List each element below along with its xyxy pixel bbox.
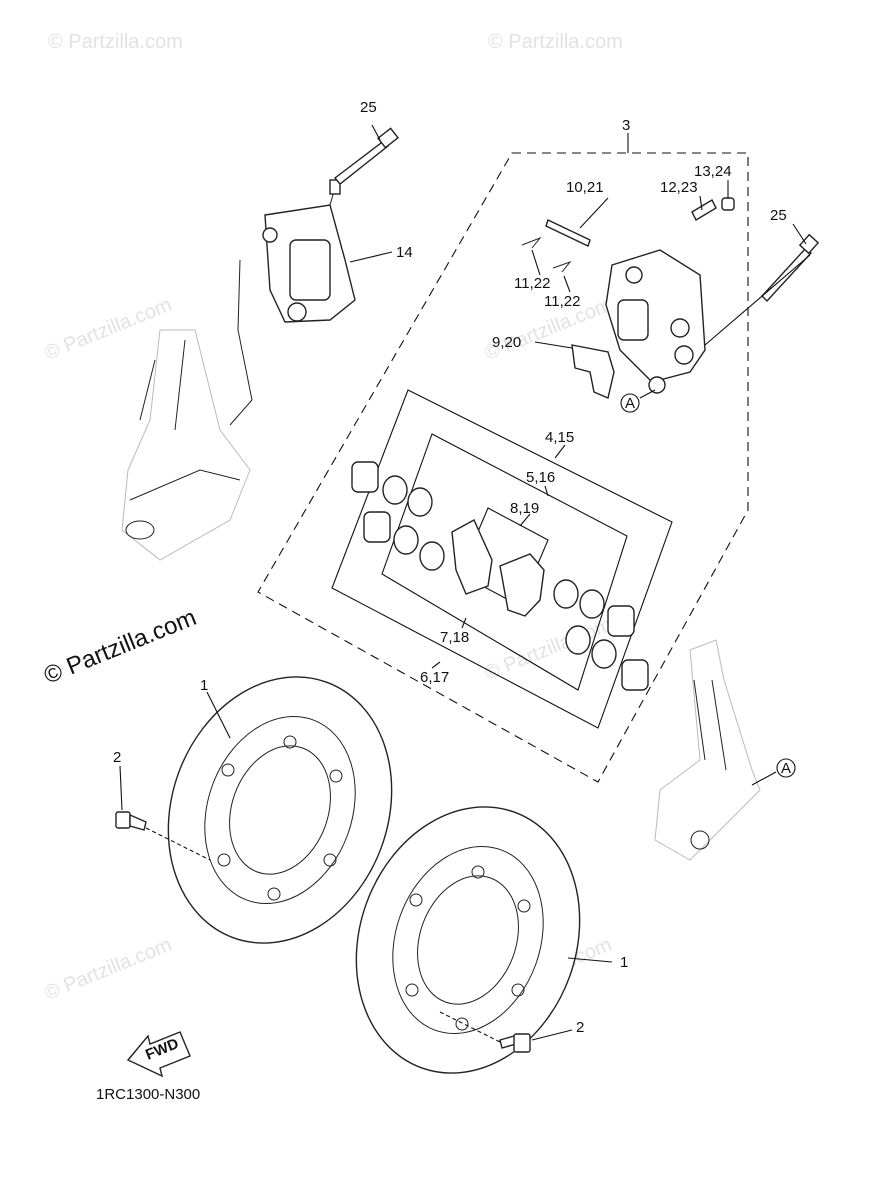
reference-a-marker <box>620 393 640 413</box>
callout-13-24: 13,24 <box>694 163 732 180</box>
pad-spring <box>571 344 615 399</box>
forward-arrow-icon: FWD <box>126 1031 191 1078</box>
callout-2-left: 2 <box>113 749 121 766</box>
left-caliper-assembly <box>262 179 356 323</box>
callout-14: 14 <box>396 244 413 261</box>
watermark: © Partzilla.com <box>42 294 175 365</box>
watermark: © Partzilla.com <box>42 934 175 1005</box>
pistons-seals-left <box>351 461 445 571</box>
callout-6-17: 6,17 <box>420 669 449 686</box>
pad-pin <box>545 219 591 247</box>
pistons-seals-right <box>553 579 649 691</box>
disc-bolt-left <box>115 811 147 831</box>
callout-10-21: 10,21 <box>566 179 604 196</box>
piston-group-frame-outer <box>331 389 673 729</box>
watermark: © Partzilla.com <box>48 31 183 53</box>
clip-upper <box>521 236 542 249</box>
reference-a-right: A <box>781 760 791 777</box>
callout-12-23: 12,23 <box>660 179 698 196</box>
brake-disc-right <box>355 806 581 1074</box>
watermark-main: © Partzilla.com <box>40 604 200 690</box>
callout-1-left: 1 <box>200 677 208 694</box>
reference-a-marker-right <box>776 758 796 778</box>
callout-25-right: 25 <box>770 207 787 224</box>
caliper-exploded-boundary <box>257 152 749 783</box>
disc-bolt-right <box>499 1033 531 1053</box>
callout-11-22-b: 11,22 <box>544 293 580 310</box>
bleed-screw <box>691 197 735 221</box>
brake-disc-left <box>167 676 393 944</box>
brake-pads <box>451 519 545 617</box>
caliper-body <box>605 249 706 394</box>
callout-1-right: 1 <box>620 954 628 971</box>
seal-group-frame-inner <box>381 433 628 691</box>
left-fork-illustration <box>121 259 253 561</box>
right-caliper-bolt <box>761 233 820 303</box>
callout-4-15: 4,15 <box>545 429 574 446</box>
callout-9-20: 9,20 <box>492 334 521 351</box>
watermark: © Partzilla.com <box>488 31 623 53</box>
left-caliper-bolt <box>333 127 399 185</box>
callout-11-22-a: 11,22 <box>514 275 550 292</box>
callout-7-18: 7,18 <box>440 629 469 646</box>
callout-2-right: 2 <box>576 1019 584 1036</box>
reference-a-top: A <box>625 395 635 412</box>
clip-lower <box>552 260 572 273</box>
right-fork-illustration <box>654 639 761 861</box>
callout-25-left: 25 <box>360 99 377 116</box>
callout-8-19: 8,19 <box>510 500 539 517</box>
diagram-code: 1RC1300-N300 <box>96 1086 200 1103</box>
callout-5-16: 5,16 <box>526 469 555 486</box>
callout-3: 3 <box>622 117 630 134</box>
